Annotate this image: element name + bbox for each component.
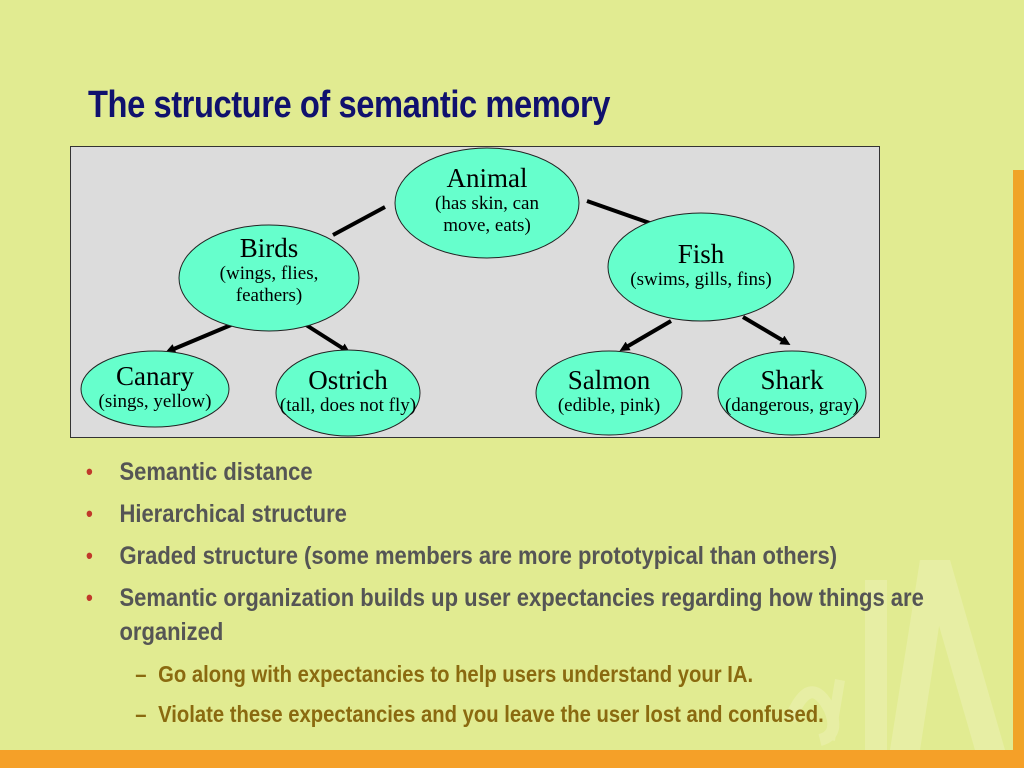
- node-shark-name: Shark: [760, 365, 824, 395]
- bullet-marker: •: [86, 459, 93, 484]
- bullet-marker: •: [86, 543, 93, 568]
- node-salmon-name: Salmon: [567, 365, 651, 395]
- node-shark-desc: (dangerous, gray): [724, 395, 859, 416]
- node-canary-desc: (sings, yellow): [98, 391, 212, 412]
- node-birds: Birds (wings, flies, feathers): [189, 233, 349, 307]
- node-animal-desc: (has skin, can move, eats): [435, 193, 539, 236]
- node-animal-shape: [394, 147, 580, 259]
- sub-bullet-marker: –: [135, 661, 147, 687]
- bullet-list: • Semantic distance • Hierarchical struc…: [86, 455, 986, 737]
- node-birds-shape: [178, 224, 360, 332]
- node-canary: Canary (sings, yellow): [75, 361, 235, 413]
- edge-animal-birds: [332, 205, 386, 237]
- bullet-item: • Graded structure (some members are mor…: [86, 539, 878, 573]
- node-fish-shape: [607, 212, 795, 322]
- sub-bullet-text: Go along with expectancies to help users…: [158, 661, 754, 687]
- bullet-text: Hierarchical structure: [119, 500, 347, 528]
- node-shark: Shark (dangerous, gray): [702, 365, 882, 417]
- sub-bullet-text: Violate these expectancies and you leave…: [158, 701, 824, 727]
- bullet-marker: •: [86, 501, 93, 526]
- node-salmon-shape: [535, 350, 683, 436]
- edge-fish-salmon: [619, 319, 673, 352]
- edge-birds-canary: [165, 323, 232, 354]
- right-accent-bar: [1013, 170, 1024, 750]
- bullet-text: Semantic organization builds up user exp…: [119, 584, 924, 646]
- bottom-accent-bar: [0, 750, 1024, 768]
- sub-bullet-item: – Violate these expectancies and you lea…: [86, 697, 878, 731]
- bullet-item: • Hierarchical structure: [86, 497, 878, 531]
- sub-bullet-marker: –: [135, 701, 147, 727]
- node-ostrich-shape: [275, 349, 421, 437]
- node-shark-shape: [717, 350, 867, 436]
- node-salmon: Salmon (edible, pink): [529, 365, 689, 417]
- node-fish-name: Fish: [677, 239, 725, 269]
- node-ostrich-desc: (tall, does not fly): [279, 395, 417, 416]
- node-ostrich: Ostrich (tall, does not fly): [253, 365, 443, 417]
- diagram-edges: [80, 147, 867, 437]
- semantic-memory-diagram: Animal (has skin, can move, eats) Birds …: [70, 146, 880, 438]
- sub-bullet-item: – Go along with expectancies to help use…: [86, 657, 878, 691]
- ia-logo-watermark: [784, 560, 1005, 750]
- node-salmon-desc: (edible, pink): [557, 395, 661, 416]
- node-animal: Animal (has skin, can move, eats): [397, 163, 577, 237]
- node-fish: Fish (swims, gills, fins): [601, 239, 801, 291]
- bullet-marker: •: [86, 585, 93, 610]
- node-canary-name: Canary: [116, 361, 194, 391]
- node-animal-name: Animal: [446, 163, 528, 193]
- node-birds-desc: (wings, flies, feathers): [219, 263, 319, 306]
- edge-birds-ostrich: [301, 321, 351, 354]
- bullet-text: Graded structure (some members are more …: [119, 542, 838, 570]
- node-birds-name: Birds: [239, 233, 299, 263]
- slide-title: The structure of semantic memory: [88, 84, 610, 126]
- edge-fish-shark: [741, 315, 791, 346]
- bullet-text: Semantic distance: [119, 458, 313, 486]
- bullet-item: • Semantic distance: [86, 455, 878, 489]
- node-fish-desc: (swims, gills, fins): [630, 269, 772, 290]
- node-canary-shape: [80, 350, 230, 428]
- bullet-item: • Semantic organization builds up user e…: [86, 581, 924, 649]
- node-ostrich-name: Ostrich: [308, 365, 388, 395]
